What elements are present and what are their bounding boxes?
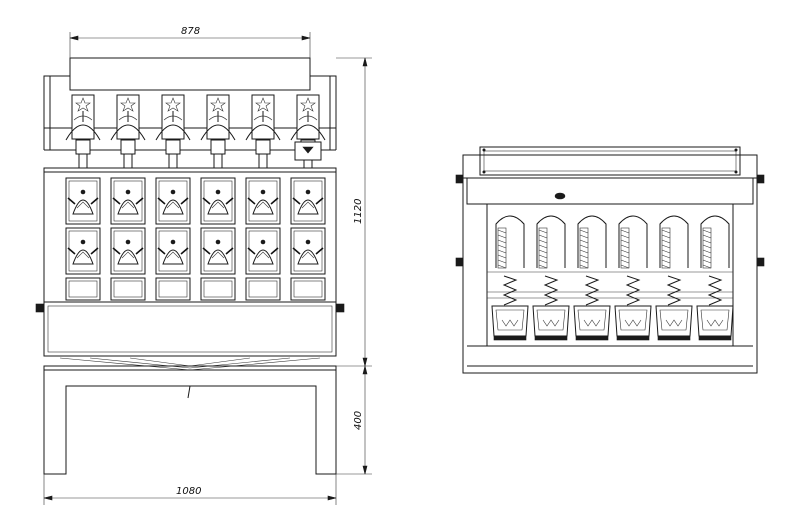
feeder-head — [155, 94, 191, 169]
side-column — [573, 215, 611, 341]
star-icon — [210, 97, 226, 112]
star-icon — [120, 97, 136, 112]
side-column — [532, 215, 570, 341]
side-top-panel — [479, 146, 741, 176]
bucket-column — [65, 177, 101, 301]
bucket-column — [155, 177, 191, 301]
weigh-bucket — [65, 177, 101, 225]
bucket-column — [200, 177, 236, 301]
weigh-bucket — [200, 177, 236, 225]
support-stand — [43, 365, 337, 475]
star-icon — [165, 97, 181, 112]
weigh-bucket — [155, 177, 191, 225]
funnel-icon — [302, 146, 314, 154]
top-width-label: 878 — [181, 26, 200, 37]
bucket-column — [290, 177, 326, 301]
weigh-bucket — [110, 227, 146, 275]
feeder-head — [200, 94, 236, 169]
weigh-bucket — [200, 227, 236, 275]
weigh-bucket — [155, 227, 191, 275]
weigh-bucket — [245, 227, 281, 275]
feeder-head — [245, 94, 281, 169]
weigh-bucket — [200, 277, 236, 301]
top-hopper-frame — [69, 57, 311, 91]
left-side-frame — [43, 75, 51, 150]
side-column — [655, 215, 693, 341]
weigh-bucket — [65, 227, 101, 275]
bucket-column — [110, 177, 146, 301]
weigh-bucket — [290, 277, 326, 301]
star-icon — [75, 97, 91, 112]
weigh-buckets — [65, 177, 326, 301]
star-icon — [255, 97, 271, 112]
side-column — [696, 215, 734, 341]
side-columns — [491, 215, 734, 341]
side-column — [491, 215, 529, 341]
star-icon — [300, 97, 316, 112]
weigh-bucket — [110, 177, 146, 225]
weigh-bucket — [290, 227, 326, 275]
front-dimensions: 878 1080 1120 400 — [43, 26, 372, 505]
side-view — [455, 146, 765, 374]
front-view — [35, 57, 345, 475]
sensor-icon — [554, 192, 566, 200]
feeder-head — [110, 94, 146, 169]
weigh-bucket — [110, 277, 146, 301]
feeder-head — [290, 94, 326, 169]
base-housing — [43, 301, 337, 357]
discharge-chute — [59, 357, 321, 371]
bucket-column — [245, 177, 281, 301]
right-side-frame — [329, 75, 337, 150]
weigh-bucket — [65, 277, 101, 301]
machine-height-label: 1120 — [353, 199, 364, 224]
side-column — [614, 215, 652, 341]
feeder-head — [65, 94, 101, 169]
weigh-bucket — [245, 177, 281, 225]
base-width-label: 1080 — [176, 486, 201, 497]
feeder-heads — [65, 94, 326, 169]
weigh-bucket — [290, 177, 326, 225]
stand-height-label: 400 — [353, 411, 364, 430]
weigh-bucket — [155, 277, 191, 301]
weigh-bucket — [245, 277, 281, 301]
